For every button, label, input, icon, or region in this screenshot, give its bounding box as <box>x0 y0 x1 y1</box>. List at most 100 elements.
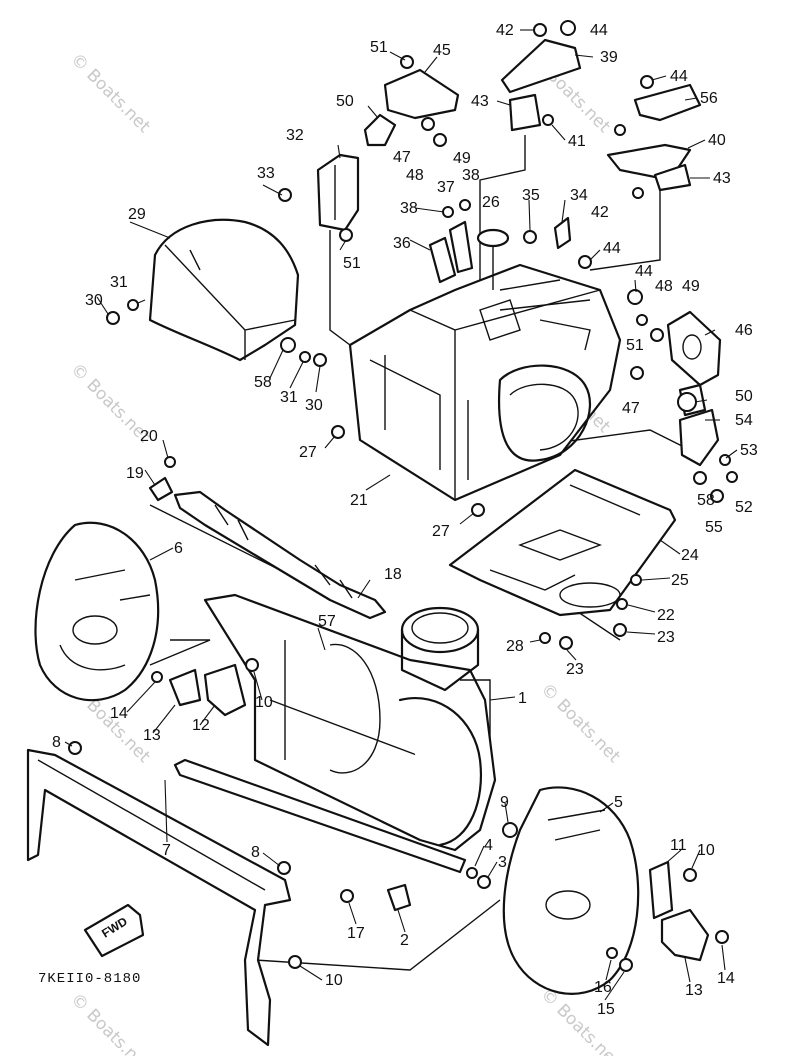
callout-13-right: 13 <box>685 982 703 999</box>
callout-58-left: 58 <box>254 374 272 391</box>
callout-51-mid: 51 <box>343 255 361 272</box>
callout-25: 25 <box>671 572 689 589</box>
callout-1: 1 <box>518 690 527 707</box>
callout-12: 12 <box>192 717 210 734</box>
bolt-31-left <box>127 299 139 311</box>
nut-41 <box>542 114 554 126</box>
callout-44-mid2: 44 <box>635 263 653 280</box>
callout-47-right: 47 <box>622 400 640 417</box>
scraper-bar-part <box>173 758 467 874</box>
callout-11: 11 <box>670 837 687 854</box>
bushing-50-right <box>677 392 697 412</box>
callout-28: 28 <box>506 638 524 655</box>
watermark: © Boats.net <box>66 49 154 137</box>
callout-23-mid: 23 <box>566 661 584 678</box>
bolt-31-mid <box>299 351 311 363</box>
callout-21: 21 <box>350 492 368 509</box>
callout-8-left: 8 <box>52 734 61 751</box>
callout-10-left: 10 <box>255 694 273 711</box>
callout-37: 37 <box>437 179 455 196</box>
callout-58-right: 58 <box>697 492 715 509</box>
callout-14-right: 14 <box>717 970 735 987</box>
left-brackets-part <box>168 663 247 717</box>
callout-4: 4 <box>484 837 493 854</box>
side-mount-part <box>666 310 722 467</box>
chute-cover-part <box>148 218 300 362</box>
callout-49-right: 49 <box>682 278 700 295</box>
nut-23-right <box>613 623 627 637</box>
callout-9: 9 <box>500 794 509 811</box>
bolt-14-left <box>151 671 163 683</box>
callout-49-top: 49 <box>453 150 471 167</box>
nut-42-top <box>533 23 547 37</box>
callout-30-mid: 30 <box>305 397 323 414</box>
nut-44-mid2 <box>627 289 643 305</box>
bolt-10-left <box>245 658 259 672</box>
callout-33: 33 <box>257 165 275 182</box>
callout-51-top: 51 <box>370 39 388 56</box>
hinge-plate-part <box>363 68 460 147</box>
callout-45: 45 <box>433 42 451 59</box>
callout-43-top: 43 <box>471 93 489 110</box>
callout-44-mid: 44 <box>603 240 621 257</box>
callout-20: 20 <box>140 428 158 445</box>
callout-50-right: 50 <box>735 388 753 405</box>
nut-44-mid <box>578 255 592 269</box>
bolt-47-right <box>630 366 644 380</box>
nut-44-right <box>640 75 654 89</box>
callout-18: 18 <box>384 566 402 583</box>
callout-34: 34 <box>570 187 588 204</box>
nut-25 <box>630 574 642 586</box>
callout-43-right: 43 <box>713 170 731 187</box>
callout-2: 2 <box>400 932 409 949</box>
callout-31-mid: 31 <box>280 389 298 406</box>
bolt-30-mid <box>313 353 327 367</box>
bolt-17 <box>340 889 354 903</box>
callout-48-right: 48 <box>655 278 673 295</box>
callout-54: 54 <box>735 412 753 429</box>
bolt-27-mid <box>471 503 485 517</box>
callout-19: 19 <box>126 465 144 482</box>
bolt-51-mid <box>339 228 353 242</box>
callout-38-top: 38 <box>462 167 480 184</box>
callout-14-left: 14 <box>110 705 128 722</box>
callout-57: 57 <box>318 613 336 630</box>
callout-50-top: 50 <box>336 93 354 110</box>
leader-lines <box>64 29 738 1001</box>
upper-bracket-part <box>316 153 360 232</box>
left-side-plate-part <box>34 521 160 702</box>
callout-36: 36 <box>393 235 411 252</box>
callout-8-mid: 8 <box>251 844 260 861</box>
bolt-15 <box>619 958 633 972</box>
nut-20 <box>164 456 176 468</box>
fasteners-group <box>68 20 738 972</box>
block-55 <box>710 489 724 503</box>
drawing-code: 7KEII0-8180 <box>38 971 141 987</box>
cap-part <box>476 228 510 290</box>
callout-51-right: 51 <box>626 337 644 354</box>
callout-24: 24 <box>681 547 699 564</box>
callout-39: 39 <box>600 49 618 66</box>
nut-52 <box>726 471 738 483</box>
main-frame-part <box>348 263 622 502</box>
impeller-housing-part <box>400 606 491 740</box>
callout-52: 52 <box>735 499 753 516</box>
scraper-frame-part <box>26 748 292 1047</box>
bolt-14-right <box>715 930 729 944</box>
callout-48-top: 48 <box>406 167 424 184</box>
bolt-38 <box>442 206 454 218</box>
watermark: © Boats.net <box>66 989 154 1056</box>
callout-44-right: 44 <box>670 68 688 85</box>
bolt-33 <box>278 188 292 202</box>
callout-6: 6 <box>174 540 183 557</box>
callout-32: 32 <box>286 127 304 144</box>
bolt-48-top <box>433 133 447 147</box>
callout-27-left: 27 <box>299 444 317 461</box>
bolt-10-bottom <box>288 955 302 969</box>
callout-26: 26 <box>482 194 500 211</box>
small-brackets-part <box>428 216 572 284</box>
bolt-30-left <box>106 311 120 325</box>
callout-27-mid: 27 <box>432 523 450 540</box>
bolt-10-right <box>683 868 697 882</box>
callout-40: 40 <box>708 132 726 149</box>
